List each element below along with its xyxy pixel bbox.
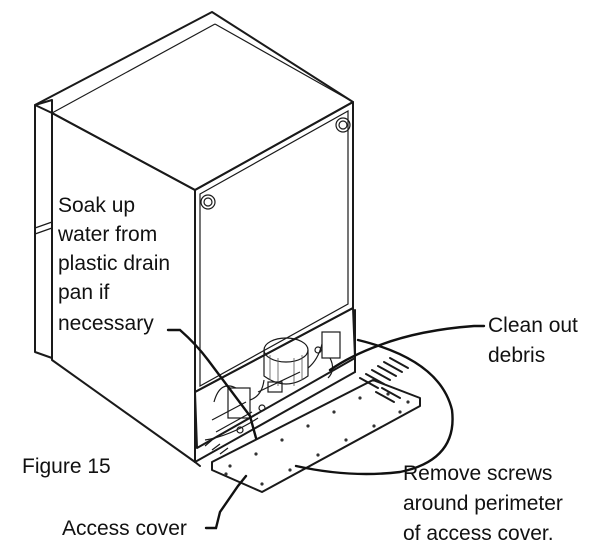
compressor: [263, 337, 309, 363]
screws-text-line-1: Remove screws: [403, 462, 552, 485]
cabinet-foot: [194, 461, 201, 467]
figure-label: Figure 15: [22, 455, 111, 478]
callout-drain-pan: Soak up water from plastic drain pan if …: [57, 194, 170, 335]
cabinet-front-door: [194, 101, 354, 393]
drain-pan-text-line-5: necessary: [58, 312, 154, 335]
hinge-line-2: [34, 227, 53, 235]
internal-components: [204, 331, 341, 455]
drain-pan-text-line-2: water from: [57, 223, 157, 246]
access-cover-label: Access cover: [62, 517, 187, 540]
debris-text-line-2: debris: [488, 344, 545, 367]
top-edge-line: [51, 23, 216, 114]
ice-machine-cabinet: [34, 11, 356, 467]
leader-screws: [294, 338, 454, 476]
screws-text-line-3: of access cover.: [403, 522, 554, 545]
valve-block: [321, 331, 341, 359]
pump-housing: [227, 387, 251, 419]
door-screw-hole-right: [335, 117, 351, 133]
hinge-line: [34, 221, 53, 229]
callout-leaders: [166, 324, 486, 530]
debris-text-line-1: Clean out: [488, 314, 578, 337]
drain-pan-edge: [204, 439, 229, 455]
drain-pan-text-line-1: Soak up: [58, 194, 135, 217]
top-edge-line-2: [214, 23, 354, 103]
callout-debris: Clean out debris: [488, 314, 578, 367]
drain-pan-text-line-3: plastic drain: [58, 252, 170, 275]
leader-access-cover: [204, 474, 248, 530]
drain-pan-text-line-4: pan if: [58, 281, 110, 304]
lower-compartment-opening: [194, 307, 356, 449]
cabinet-top: [34, 11, 354, 191]
door-screw-hole-left: [200, 194, 216, 210]
callout-screws: Remove screws around perimeter of access…: [403, 462, 563, 545]
access-cover-screws: [224, 392, 410, 486]
leader-debris: [328, 324, 486, 372]
access-cover-louvers: [359, 357, 409, 403]
screws-text-line-2: around perimeter: [403, 492, 563, 515]
access-cover-panel: [211, 357, 421, 493]
compartment-bottom-edge: [194, 371, 356, 463]
door-inner-border: [199, 109, 349, 388]
leader-drain-pan: [166, 328, 258, 440]
